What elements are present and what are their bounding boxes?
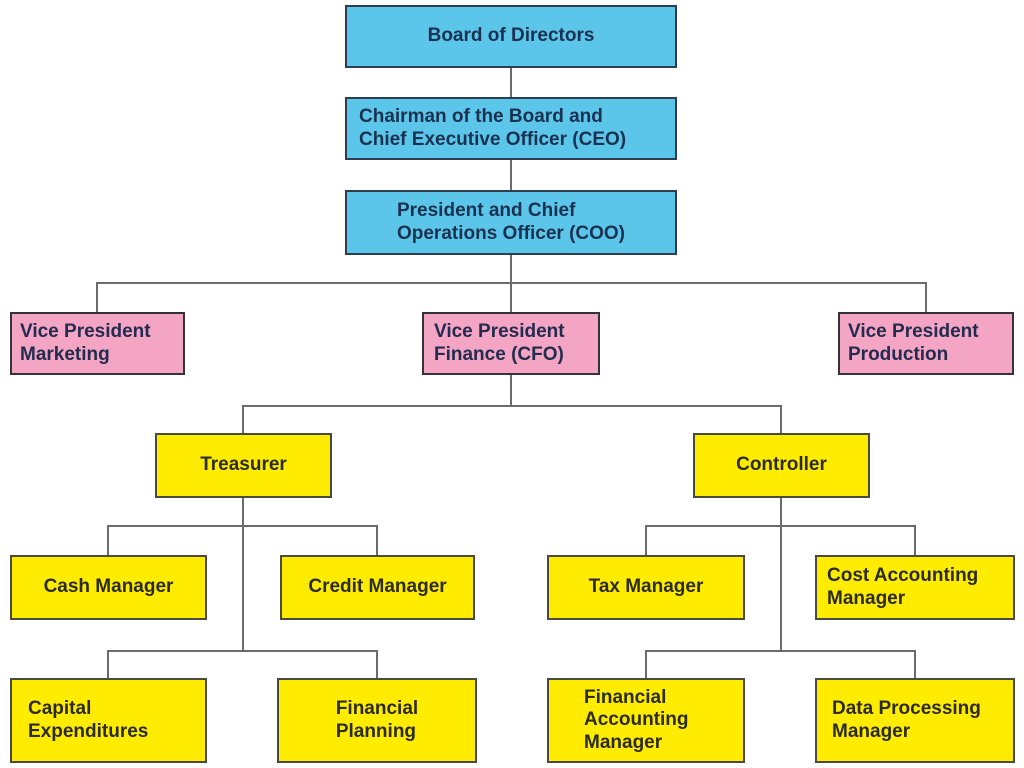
node-vp-production: Vice President Production bbox=[838, 312, 1014, 375]
node-label: Treasurer bbox=[200, 454, 287, 476]
node-label: Chairman of the Board and Chief Executiv… bbox=[359, 106, 627, 150]
node-label: Financial Accounting Manager bbox=[584, 687, 689, 753]
node-president-coo: President and Chief Operations Officer (… bbox=[345, 190, 677, 255]
connector-line bbox=[510, 282, 512, 312]
connector-line bbox=[510, 255, 512, 282]
connector-line bbox=[376, 650, 378, 678]
node-label: Tax Manager bbox=[588, 576, 704, 598]
connector-line bbox=[780, 405, 782, 433]
node-financial-planning: Financial Planning bbox=[277, 678, 477, 763]
node-label: Controller bbox=[736, 454, 827, 476]
connector-line bbox=[645, 650, 916, 652]
connector-line bbox=[376, 525, 378, 555]
node-label: President and Chief Operations Officer (… bbox=[396, 200, 626, 244]
connector-line bbox=[645, 525, 647, 555]
node-treasurer: Treasurer bbox=[155, 433, 332, 498]
connector-line bbox=[780, 498, 782, 652]
connector-line bbox=[914, 650, 916, 678]
node-board-of-directors: Board of Directors bbox=[345, 5, 677, 68]
node-label: Board of Directors bbox=[427, 25, 595, 47]
node-vp-marketing: Vice President Marketing bbox=[10, 312, 185, 375]
connector-line bbox=[914, 525, 916, 555]
connector-line bbox=[242, 498, 244, 652]
connector-line bbox=[107, 525, 378, 527]
connector-line bbox=[510, 68, 512, 97]
connector-line bbox=[645, 525, 916, 527]
connector-line bbox=[107, 650, 109, 678]
node-vp-finance-cfo: Vice President Finance (CFO) bbox=[422, 312, 600, 375]
node-label: Vice President Production bbox=[848, 321, 979, 365]
connector-line bbox=[925, 282, 927, 312]
node-label: Cost Accounting Manager bbox=[827, 565, 979, 609]
connector-line bbox=[107, 525, 109, 555]
connector-line bbox=[107, 650, 378, 652]
connector-line bbox=[645, 650, 647, 678]
node-label: Credit Manager bbox=[308, 576, 447, 598]
node-label: Cash Manager bbox=[43, 576, 174, 598]
node-label: Capital Expenditures bbox=[28, 698, 149, 742]
connector-line bbox=[96, 282, 98, 312]
node-capital-expenditures: Capital Expenditures bbox=[10, 678, 207, 763]
node-label: Vice President Finance (CFO) bbox=[434, 321, 565, 365]
node-tax-manager: Tax Manager bbox=[547, 555, 745, 620]
node-cost-accounting-manager: Cost Accounting Manager bbox=[815, 555, 1015, 620]
connector-line bbox=[510, 160, 512, 190]
connector-line bbox=[242, 405, 782, 407]
node-financial-accounting-manager: Financial Accounting Manager bbox=[547, 678, 745, 763]
connector-line bbox=[242, 405, 244, 433]
node-controller: Controller bbox=[693, 433, 870, 498]
node-data-processing-manager: Data Processing Manager bbox=[815, 678, 1015, 763]
node-credit-manager: Credit Manager bbox=[280, 555, 475, 620]
node-cash-manager: Cash Manager bbox=[10, 555, 207, 620]
node-label: Vice President Marketing bbox=[20, 321, 151, 365]
node-label: Data Processing Manager bbox=[832, 698, 981, 742]
node-label: Financial Planning bbox=[335, 698, 419, 742]
connector-line bbox=[510, 375, 512, 405]
node-chairman-ceo: Chairman of the Board and Chief Executiv… bbox=[345, 97, 677, 160]
